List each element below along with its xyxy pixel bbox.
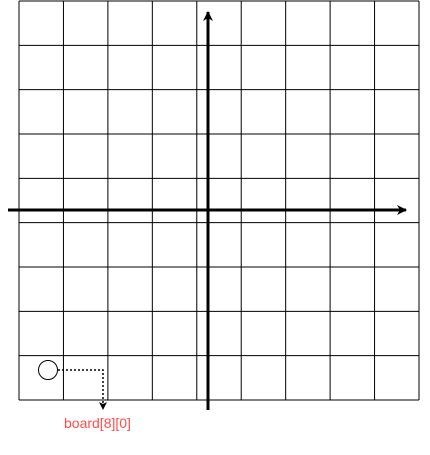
- axes: [8, 11, 407, 410]
- grid-lines: [18, 0, 420, 401]
- pointer-arrow: [58, 369, 107, 410]
- cell-annotation-label: board[8][0]: [64, 415, 131, 431]
- marker-group: [38, 360, 107, 410]
- board-cell-marker: [38, 360, 58, 380]
